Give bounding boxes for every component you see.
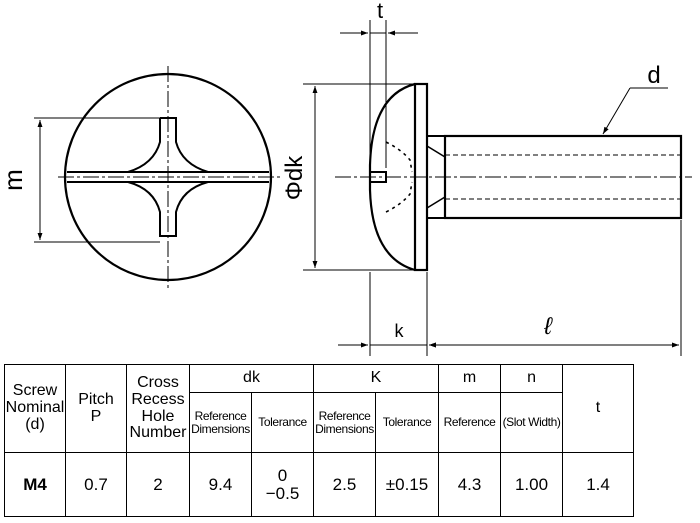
cell-recess: 2	[126, 452, 190, 517]
m-dimension	[34, 117, 160, 243]
header-pitch: Pitch P	[65, 364, 127, 453]
cell-pitch: 0.7	[65, 452, 127, 517]
header-t: t	[562, 364, 635, 453]
l-label: ℓ	[543, 313, 553, 340]
header-k-reference: Reference Dimensions	[313, 392, 376, 453]
header-dk-tolerance: Tolerance	[251, 392, 314, 453]
cell-dk-reference: 9.4	[189, 452, 252, 517]
screw-drawing: m t Φdk d	[0, 0, 692, 356]
cell-n-slot-width: 1.00	[500, 452, 564, 517]
cell-dk-tolerance: 0 −0.5	[251, 452, 314, 517]
k-label: k	[395, 321, 405, 341]
dk-tolerance-upper: 0	[277, 465, 288, 485]
table-row: M4 0.7 2 9.4 0 −0.5 2.5 ±0.15 4.3 1.00 1…	[4, 452, 635, 517]
header-k-tolerance: Tolerance	[374, 392, 440, 453]
screw-fillet	[426, 145, 446, 209]
header-n-slot-width: (Slot Width)	[500, 392, 564, 453]
cell-t: 1.4	[562, 452, 635, 517]
head-top-view	[58, 66, 280, 288]
cell-nominal: M4	[4, 452, 66, 517]
m-label: m	[0, 169, 28, 191]
cell-k-tolerance: ±0.15	[374, 452, 440, 517]
header-m-reference: Reference	[438, 392, 502, 453]
d-label: d	[647, 62, 660, 89]
d-leader	[602, 87, 668, 135]
header-row-1: Screw Nominal (d) Pitch P Cross Recess H…	[4, 364, 635, 453]
k-l-dimensions	[338, 220, 682, 356]
dk-label: Φdk	[281, 155, 308, 200]
screw-side-view	[335, 82, 692, 272]
t-label: t	[377, 0, 383, 23]
header-k: K	[312, 364, 440, 393]
header-screw-nominal: Screw Nominal (d)	[4, 364, 66, 453]
header-m: m	[438, 364, 502, 393]
dk-dimension	[303, 83, 413, 271]
header-dk-reference: Reference Dimensions	[189, 392, 252, 453]
dk-tolerance-lower: −0.5	[265, 483, 300, 503]
dimension-table: Screw Nominal (d) Pitch P Cross Recess H…	[4, 364, 635, 517]
cell-k-reference: 2.5	[313, 452, 376, 517]
t-dimension	[340, 20, 418, 168]
header-dk: dk	[189, 364, 314, 393]
header-n: n	[500, 364, 564, 393]
cell-m-reference: 4.3	[438, 452, 502, 517]
header-cross-recess: Cross Recess Hole Number	[126, 364, 190, 453]
recess-hidden-line	[385, 141, 413, 213]
